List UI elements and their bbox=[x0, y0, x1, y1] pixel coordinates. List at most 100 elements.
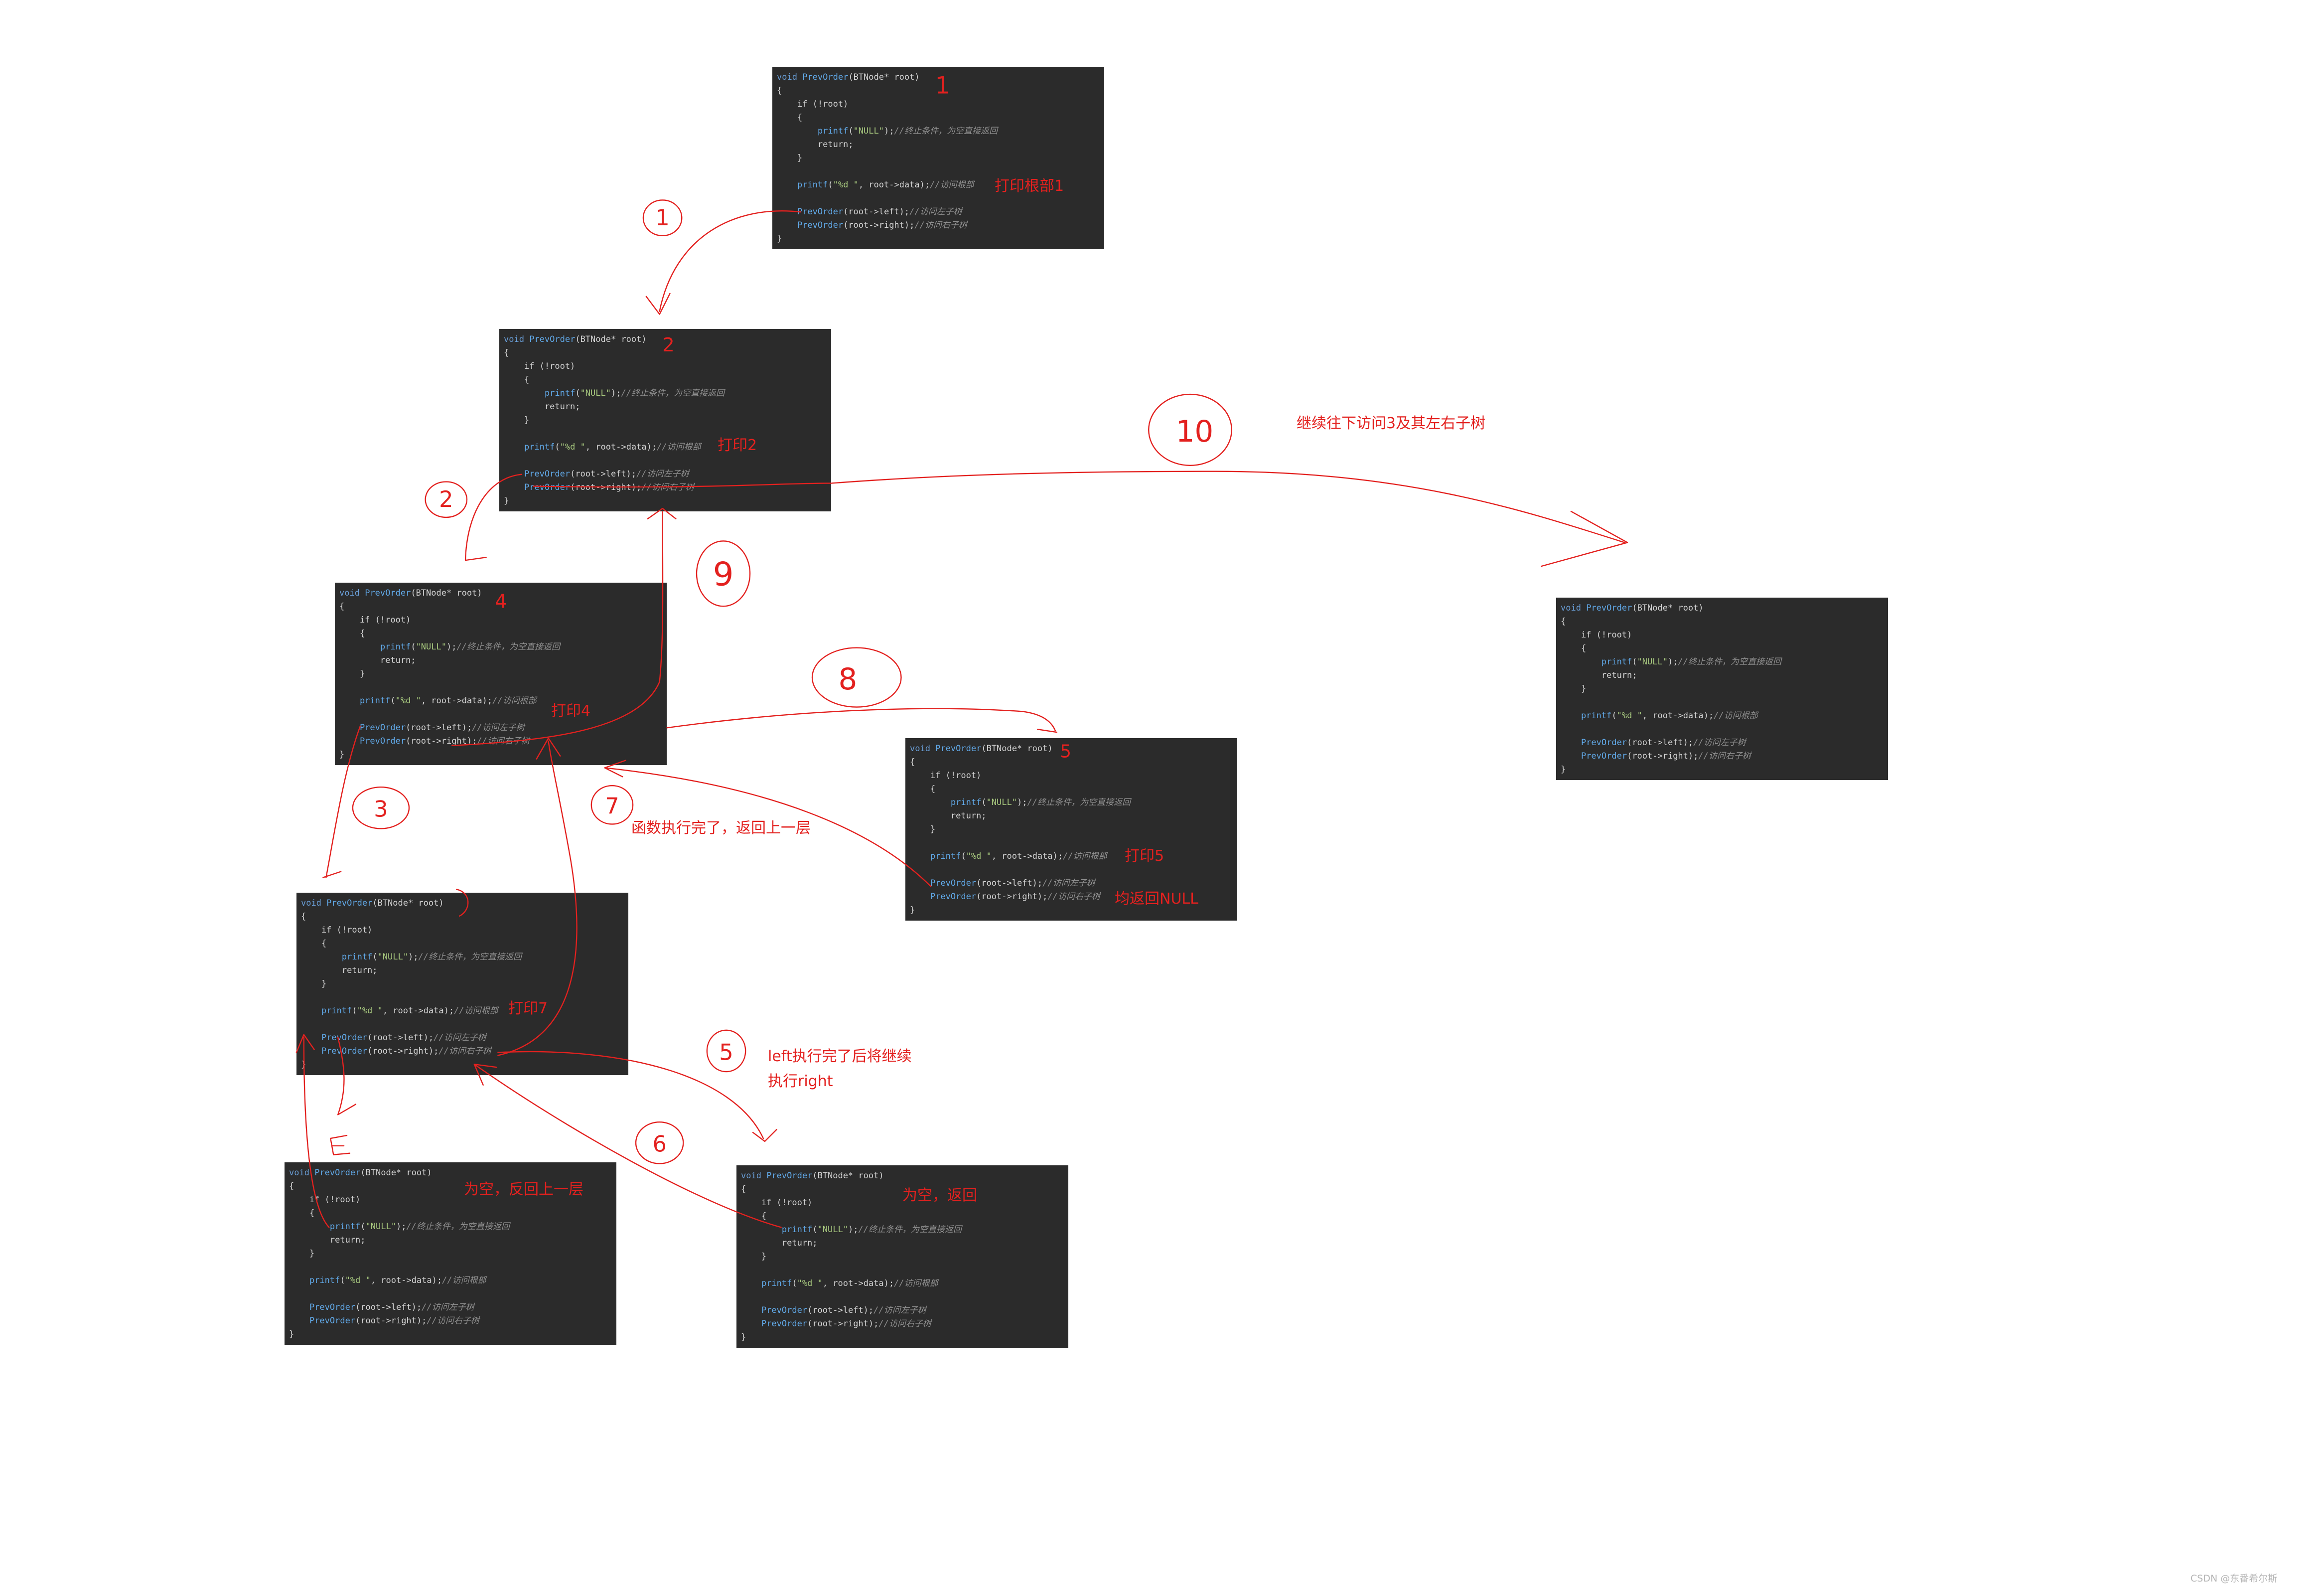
code-line: } bbox=[301, 977, 628, 991]
code-token: //访问左子树 bbox=[472, 723, 525, 733]
code-token: (BTNode* root) bbox=[1632, 603, 1704, 613]
code-token: PrevOrder bbox=[524, 482, 571, 492]
code-line bbox=[504, 427, 831, 441]
code-line: { bbox=[910, 756, 1237, 769]
code-token bbox=[741, 1305, 761, 1315]
code-token bbox=[797, 72, 802, 82]
code-line: return; bbox=[910, 809, 1237, 823]
code-line bbox=[1561, 696, 1888, 709]
code-token: //访问右子树 bbox=[914, 220, 967, 230]
code-token: printf bbox=[950, 797, 982, 807]
code-line: void PrevOrder(BTNode* root) bbox=[289, 1166, 616, 1180]
code-line: void PrevOrder(BTNode* root) bbox=[910, 742, 1237, 756]
code-token: printf bbox=[797, 180, 828, 190]
code-token: ( bbox=[981, 797, 987, 807]
code-line: return; bbox=[289, 1234, 616, 1247]
code-token: printf bbox=[817, 126, 849, 136]
code-token: ); bbox=[610, 388, 621, 398]
code-token bbox=[339, 723, 360, 733]
code-token: (root->left); bbox=[367, 1033, 434, 1043]
code-line: printf("%d ", root->data);//访问根部 bbox=[1561, 709, 1888, 723]
code-line: PrevOrder(root->right);//访问右子树 bbox=[910, 890, 1237, 904]
code-token bbox=[360, 588, 365, 598]
code-token: } bbox=[289, 1249, 315, 1259]
code-token: ( bbox=[1632, 657, 1637, 667]
watermark: CSDN @东番希尔斯 bbox=[2190, 1573, 2278, 1584]
code-token: PrevOrder bbox=[802, 72, 849, 82]
code-token: PrevOrder bbox=[1586, 603, 1632, 613]
code-token: void bbox=[339, 588, 360, 598]
code-token bbox=[289, 1302, 309, 1312]
code-token: //终止条件，为空直接返回 bbox=[858, 1225, 962, 1235]
code-token: //终止条件，为空直接返回 bbox=[621, 388, 725, 398]
code-token: (root->right); bbox=[807, 1319, 879, 1329]
code-token: if (!root) bbox=[504, 361, 576, 371]
code-token: ( bbox=[828, 180, 833, 190]
code-line bbox=[1561, 723, 1888, 736]
code-token: ( bbox=[340, 1275, 345, 1285]
code-token: //访问右子树 bbox=[477, 736, 530, 746]
code-token: { bbox=[777, 113, 803, 123]
code-line: PrevOrder(root->right);//访问右子树 bbox=[301, 1045, 628, 1058]
annotation-function-done: 函数执行完了，返回上一层 bbox=[631, 819, 811, 837]
step-label-1: 1 bbox=[655, 205, 669, 231]
code-line: PrevOrder(root->right);//访问右子树 bbox=[777, 219, 1104, 232]
code-token bbox=[504, 442, 524, 452]
code-token: "%d " bbox=[966, 851, 992, 861]
code-token: (BTNode* root) bbox=[372, 898, 444, 908]
code-token: "%d " bbox=[1616, 711, 1642, 721]
code-token: , root->data); bbox=[370, 1275, 442, 1285]
code-line: PrevOrder(root->left);//访问左子树 bbox=[910, 877, 1237, 890]
code-line: PrevOrder(root->left);//访问左子树 bbox=[777, 205, 1104, 219]
code-token: { bbox=[339, 629, 365, 638]
code-token: (root->right); bbox=[843, 220, 915, 230]
code-token: "NULL" bbox=[1637, 657, 1668, 667]
code-token: } bbox=[777, 234, 782, 244]
code-token: { bbox=[741, 1184, 746, 1194]
code-token bbox=[301, 1006, 321, 1016]
code-token: void bbox=[910, 744, 930, 754]
code-line: PrevOrder(root->left);//访问左子树 bbox=[741, 1304, 1068, 1317]
code-line: } bbox=[339, 748, 667, 762]
code-line: printf("%d ", root->data);//访问根部 bbox=[741, 1277, 1068, 1290]
code-token: (root->right); bbox=[406, 736, 477, 746]
annotation-null-return: 为空，返回 bbox=[902, 1187, 977, 1204]
code-token bbox=[1561, 657, 1601, 667]
code-token: ); bbox=[848, 1225, 859, 1235]
code-line: } bbox=[301, 1058, 628, 1072]
code-token: } bbox=[504, 415, 530, 425]
code-token bbox=[741, 1319, 761, 1329]
code-line: { bbox=[301, 937, 628, 951]
code-token: , root->data); bbox=[1642, 711, 1714, 721]
code-token: "%d " bbox=[560, 442, 585, 452]
scribble-left-null-step bbox=[330, 1134, 351, 1155]
code-token: return; bbox=[339, 655, 416, 665]
code-token: PrevOrder bbox=[314, 1168, 361, 1178]
code-line: { bbox=[1561, 615, 1888, 629]
code-token: "NULL" bbox=[853, 126, 884, 136]
code-token: ( bbox=[390, 696, 396, 706]
code-token: { bbox=[301, 912, 306, 922]
code-token: //访问左子树 bbox=[1042, 878, 1095, 888]
step-label-2: 2 bbox=[439, 486, 453, 512]
code-frame-5: void PrevOrder(BTNode* root){ if (!root)… bbox=[905, 738, 1237, 921]
code-token: printf bbox=[761, 1278, 792, 1288]
code-token bbox=[289, 1316, 309, 1326]
code-token: PrevOrder bbox=[326, 898, 373, 908]
code-token: ( bbox=[360, 1222, 366, 1232]
annotation-print-5: 打印5 bbox=[1125, 847, 1164, 865]
code-token: ); bbox=[1667, 657, 1678, 667]
code-token: void bbox=[504, 334, 524, 344]
code-token: PrevOrder bbox=[309, 1302, 356, 1312]
step-label-6: 6 bbox=[652, 1131, 666, 1157]
code-token: return; bbox=[777, 140, 854, 150]
code-token: if (!root) bbox=[777, 99, 849, 109]
code-token bbox=[1561, 738, 1581, 748]
code-token: //终止条件，为空直接返回 bbox=[418, 952, 522, 962]
code-token: { bbox=[777, 86, 782, 96]
code-line: printf("%d ", root->data);//访问根部 bbox=[910, 850, 1237, 863]
code-token bbox=[741, 1278, 761, 1288]
code-token bbox=[504, 469, 524, 479]
step-circle-10 bbox=[1148, 393, 1232, 466]
code-token: ( bbox=[575, 388, 581, 398]
